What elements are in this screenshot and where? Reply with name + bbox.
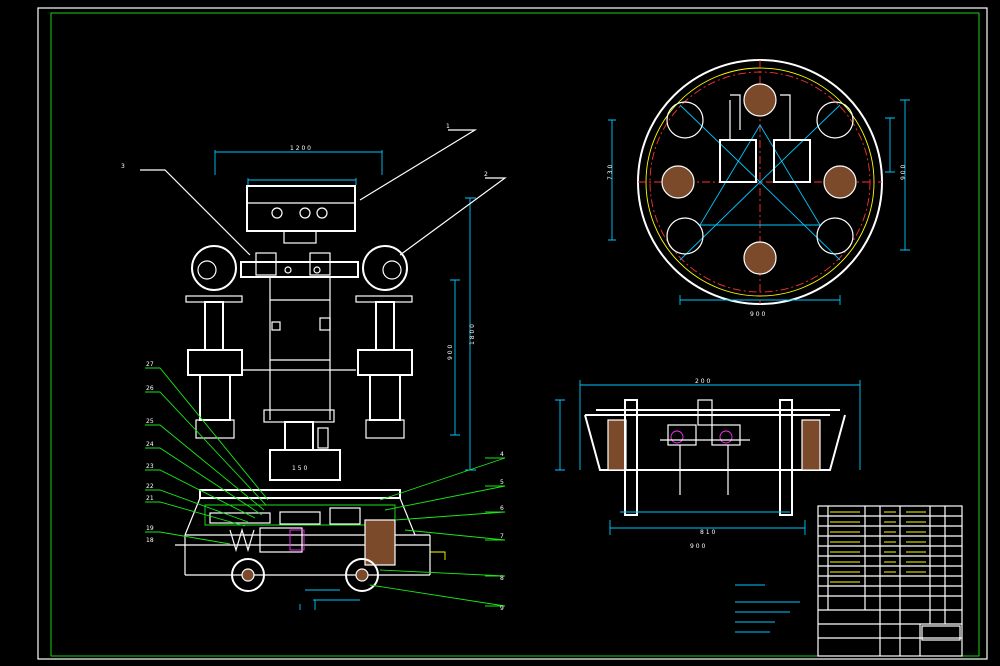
balloon-t0: 1 — [446, 123, 450, 130]
outer-border — [37, 7, 988, 660]
balloon-r2: 6 — [500, 505, 504, 512]
svg-text:1 5 0: 1 5 0 — [292, 465, 307, 472]
svg-text:8 1 0: 8 1 0 — [700, 529, 715, 536]
balloon-0: 27 — [146, 361, 154, 368]
balloon-4: 23 — [146, 463, 154, 470]
svg-text:9 0 0: 9 0 0 — [900, 165, 907, 180]
balloon-r4: 8 — [500, 575, 504, 582]
title-block — [817, 505, 963, 657]
top-balloons: 1 2 3 — [121, 123, 488, 178]
svg-text:2 0 0: 2 0 0 — [695, 378, 710, 385]
right-shoulder-joint — [362, 245, 408, 291]
title-block-frame — [817, 505, 963, 657]
left-shoulder-joint — [191, 245, 237, 291]
balloon-r1: 5 — [500, 479, 504, 486]
waist-motor — [269, 449, 341, 481]
balloon-8: 18 — [146, 537, 154, 544]
balloon-2: 25 — [146, 418, 154, 425]
svg-text:9 0 0: 9 0 0 — [447, 345, 454, 360]
svg-text:1 8 0 0: 1 8 0 0 — [469, 324, 476, 345]
balloon-5: 22 — [146, 483, 154, 490]
section-right-column — [779, 399, 793, 516]
balloon-3: 24 — [146, 441, 154, 448]
balloon-r3: 7 — [500, 533, 504, 540]
front-view: 1 2 0 0 1 5 — [175, 145, 476, 610]
balloon-t1: 2 — [484, 171, 488, 178]
top-view-left-post — [661, 165, 695, 199]
balloon-r5: 9 — [500, 605, 504, 612]
right-wheel — [345, 558, 379, 592]
left-balloons: 27 26 25 24 23 22 21 19 18 — [146, 361, 154, 544]
section-left-column — [624, 399, 638, 516]
svg-text:9 0 0: 9 0 0 — [690, 543, 705, 550]
base-column-hatch — [364, 519, 396, 566]
left-wheel — [231, 558, 265, 592]
section-view: 8 1 0 9 0 0 2 0 0 — [555, 378, 861, 550]
technical-notes — [735, 584, 800, 633]
front-dim-top: 1 2 0 0 — [290, 145, 311, 152]
svg-text:9 0 0: 9 0 0 — [750, 311, 765, 318]
balloon-6: 21 — [146, 495, 154, 502]
top-view: 7 3 0 9 0 0 9 0 0 — [607, 59, 910, 318]
balloon-t2: 3 — [121, 163, 125, 170]
right-balloons: 4 5 6 7 8 9 — [500, 451, 504, 612]
svg-text:7 3 0: 7 3 0 — [607, 165, 614, 180]
top-view-right-post — [823, 165, 857, 199]
inner-border — [50, 12, 980, 657]
balloon-7: 19 — [146, 525, 154, 532]
balloon-1: 26 — [146, 385, 154, 392]
balloon-r0: 4 — [500, 451, 504, 458]
front-leaders — [140, 129, 507, 607]
